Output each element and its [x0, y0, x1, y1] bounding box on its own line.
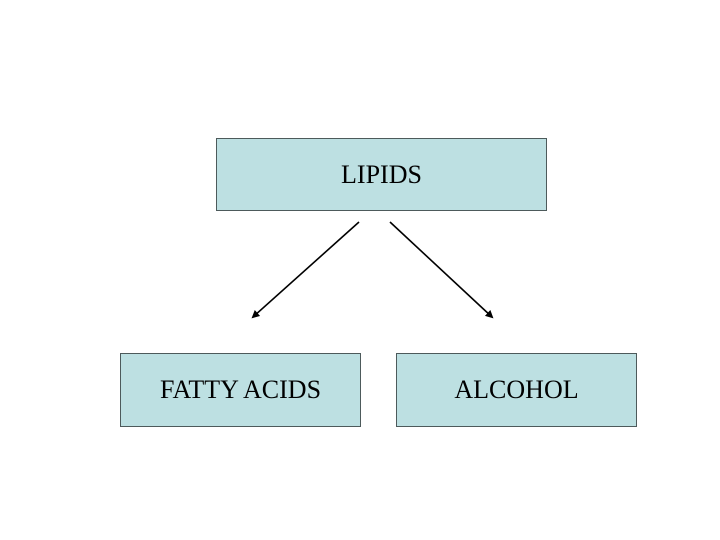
arrow-to-fatty-acids: [251, 221, 360, 319]
lipids-box: LIPIDS: [216, 138, 547, 211]
alcohol-label: ALCOHOL: [454, 375, 579, 404]
lipids-label: LIPIDS: [341, 159, 422, 189]
fatty-acids-label: FATTY ACIDS: [159, 375, 322, 404]
fatty-acids-box: FATTY ACIDS: [120, 353, 361, 427]
arrow-to-alcohol: [389, 221, 494, 319]
alcohol-box: ALCOHOL: [396, 353, 637, 427]
